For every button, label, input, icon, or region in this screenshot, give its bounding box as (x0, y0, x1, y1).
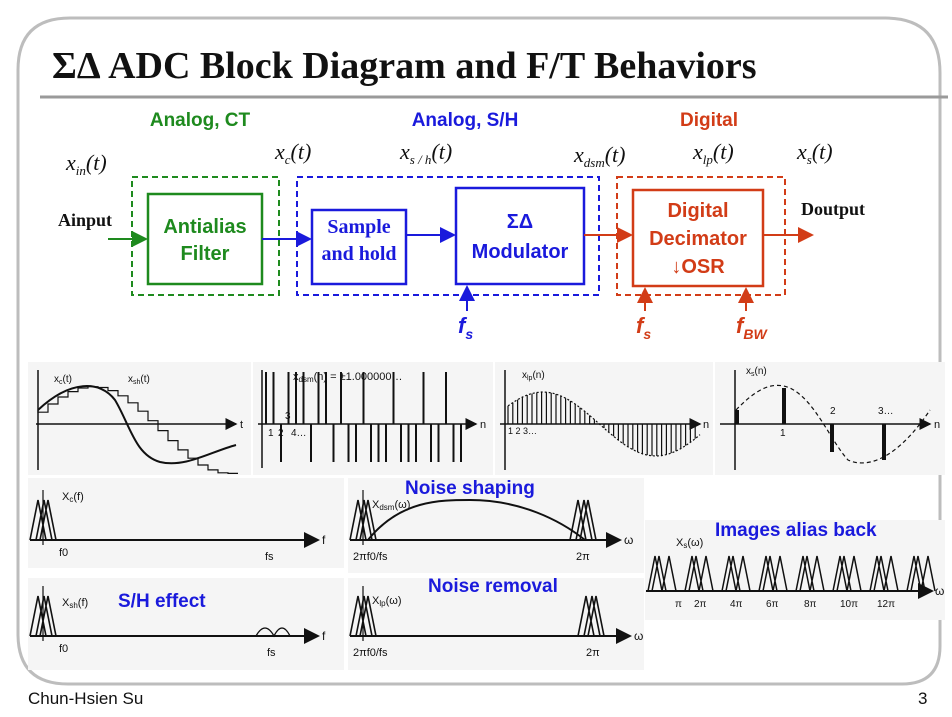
svg-text:Xc(f): Xc(f) (62, 491, 84, 504)
svg-text:fs: fs (267, 647, 276, 659)
svg-text:2π: 2π (576, 551, 590, 563)
svg-text:xdsm(n) = ±1.000000…: xdsm(n) = ±1.000000… (293, 371, 403, 384)
svg-text:f0: f0 (59, 643, 68, 655)
svg-text:↓OSR: ↓OSR (671, 256, 725, 278)
svg-text:2π: 2π (586, 647, 600, 659)
spectral-image (795, 555, 825, 592)
svg-text:1 2 3…: 1 2 3… (508, 426, 537, 436)
time-plot-xs: xs(n) 1 2 3… n (720, 366, 940, 470)
sample-hold-block: Sample and hold (310, 208, 408, 286)
signal-xdsm: xdsm(t) (573, 142, 625, 170)
svg-text:2πf0/fs: 2πf0/fs (353, 647, 388, 659)
svg-text:f0: f0 (59, 547, 68, 559)
spectral-image (832, 555, 862, 592)
svg-text:Sample: Sample (327, 216, 390, 238)
svg-text:12π: 12π (877, 599, 895, 610)
signal-xlp: xlp(t) (692, 139, 734, 167)
svg-text:3: 3 (285, 411, 291, 422)
signal-xc: xc(t) (274, 139, 311, 167)
section-analog-ct: Analog, CT (150, 110, 251, 131)
svg-text:fs: fs (265, 551, 274, 563)
svg-text:ω: ω (634, 629, 643, 643)
svg-text:t: t (240, 419, 243, 431)
page-number: 3 (918, 689, 928, 708)
spectral-image (906, 555, 936, 592)
slide-title: ΣΔ ADC Block Diagram and F/T Behaviors (52, 45, 757, 87)
signal-xsh: xs / h(t) (399, 139, 452, 167)
svg-text:Antialias: Antialias (163, 216, 246, 238)
svg-text:6π: 6π (766, 599, 779, 610)
svg-text:Xdsm(ω): Xdsm(ω) (372, 499, 410, 512)
freq-plot-xdsm: Xdsm(ω) 2πf0/fs 2π ω (349, 490, 633, 563)
svg-text:xc(t): xc(t) (54, 374, 72, 386)
clock-fs-modulator: fs (458, 313, 473, 342)
clock-fs-decimator: fs (636, 313, 651, 342)
svg-text:4…: 4… (291, 428, 307, 439)
section-digital: Digital (680, 110, 738, 131)
svg-text:10π: 10π (840, 599, 858, 610)
section-analog-sh: Analog, S/H (412, 110, 519, 131)
svg-text:xsh(t): xsh(t) (128, 374, 150, 386)
spectral-image (869, 555, 899, 592)
svg-text:n: n (480, 419, 486, 431)
svg-text:Filter: Filter (181, 243, 230, 265)
svg-text:1: 1 (780, 428, 786, 439)
time-plot-xc: xc(t) xsh(t) t (36, 370, 243, 474)
svg-text:and hold: and hold (321, 243, 396, 265)
svg-text:ω: ω (624, 533, 633, 547)
svg-text:xlp(n): xlp(n) (522, 370, 545, 382)
svg-text:2: 2 (278, 428, 284, 439)
svg-text:ω: ω (935, 584, 944, 598)
svg-text:2: 2 (830, 406, 836, 417)
digital-decimator-block: Digital Decimator ↓OSR (631, 188, 765, 288)
svg-text:Xs(ω): Xs(ω) (676, 537, 703, 550)
svg-text:n: n (934, 419, 940, 431)
signal-xin: xin(t) (65, 150, 107, 178)
svg-text:2π: 2π (694, 599, 707, 610)
ainput-label: Ainput (58, 210, 112, 230)
svg-text:f: f (322, 629, 326, 643)
signal-xs: xs(t) (796, 139, 833, 167)
svg-text:f: f (322, 533, 326, 547)
svg-text:Xsh(f): Xsh(f) (62, 597, 88, 610)
annotation-noise-removal: Noise removal (428, 576, 558, 597)
svg-text:Digital: Digital (667, 200, 728, 222)
spectral-image (758, 555, 788, 592)
time-plot-xlp: xlp(n) 1 2 3… n (500, 370, 709, 470)
svg-text:3…: 3… (878, 406, 894, 417)
svg-text:Modulator: Modulator (472, 241, 569, 263)
spectral-image (647, 555, 677, 592)
freq-plot-xsh: Xsh(f) f0 fs f (29, 586, 326, 659)
doutput-label: Doutput (801, 199, 865, 219)
author: Chun-Hsien Su (28, 689, 144, 708)
sigma-delta-modulator-block: ΣΔ Modulator (454, 186, 586, 286)
svg-text:8π: 8π (804, 599, 817, 610)
svg-text:Decimator: Decimator (649, 228, 747, 250)
annotation-noise-shaping: Noise shaping (405, 478, 535, 499)
svg-text:Xlp(ω): Xlp(ω) (372, 595, 402, 608)
svg-text:xs(n): xs(n) (746, 366, 767, 378)
spectral-image (684, 555, 714, 592)
svg-text:n: n (703, 419, 709, 431)
annotation-sh-effect: S/H effect (118, 591, 206, 612)
annotation-images-alias: Images alias back (715, 520, 877, 541)
spectral-image (721, 555, 751, 592)
freq-plot-xs: Xs(ω) π 2π 4π 6π 8π 10π 12π ω (646, 537, 944, 610)
svg-text:1: 1 (268, 428, 274, 439)
clock-fbw: fBW (736, 313, 768, 342)
svg-text:ΣΔ: ΣΔ (507, 211, 533, 233)
freq-plot-xlp: Xlp(ω) 2πf0/fs 2π ω (349, 586, 643, 659)
svg-text:π: π (675, 599, 682, 610)
time-plot-xdsm: xdsm(n) = ±1.000000… 3 1 2 4… n (258, 370, 486, 468)
freq-plot-xc: Xc(f) f0 fs f (29, 490, 326, 563)
svg-text:2πf0/fs: 2πf0/fs (353, 551, 388, 563)
svg-text:4π: 4π (730, 599, 743, 610)
